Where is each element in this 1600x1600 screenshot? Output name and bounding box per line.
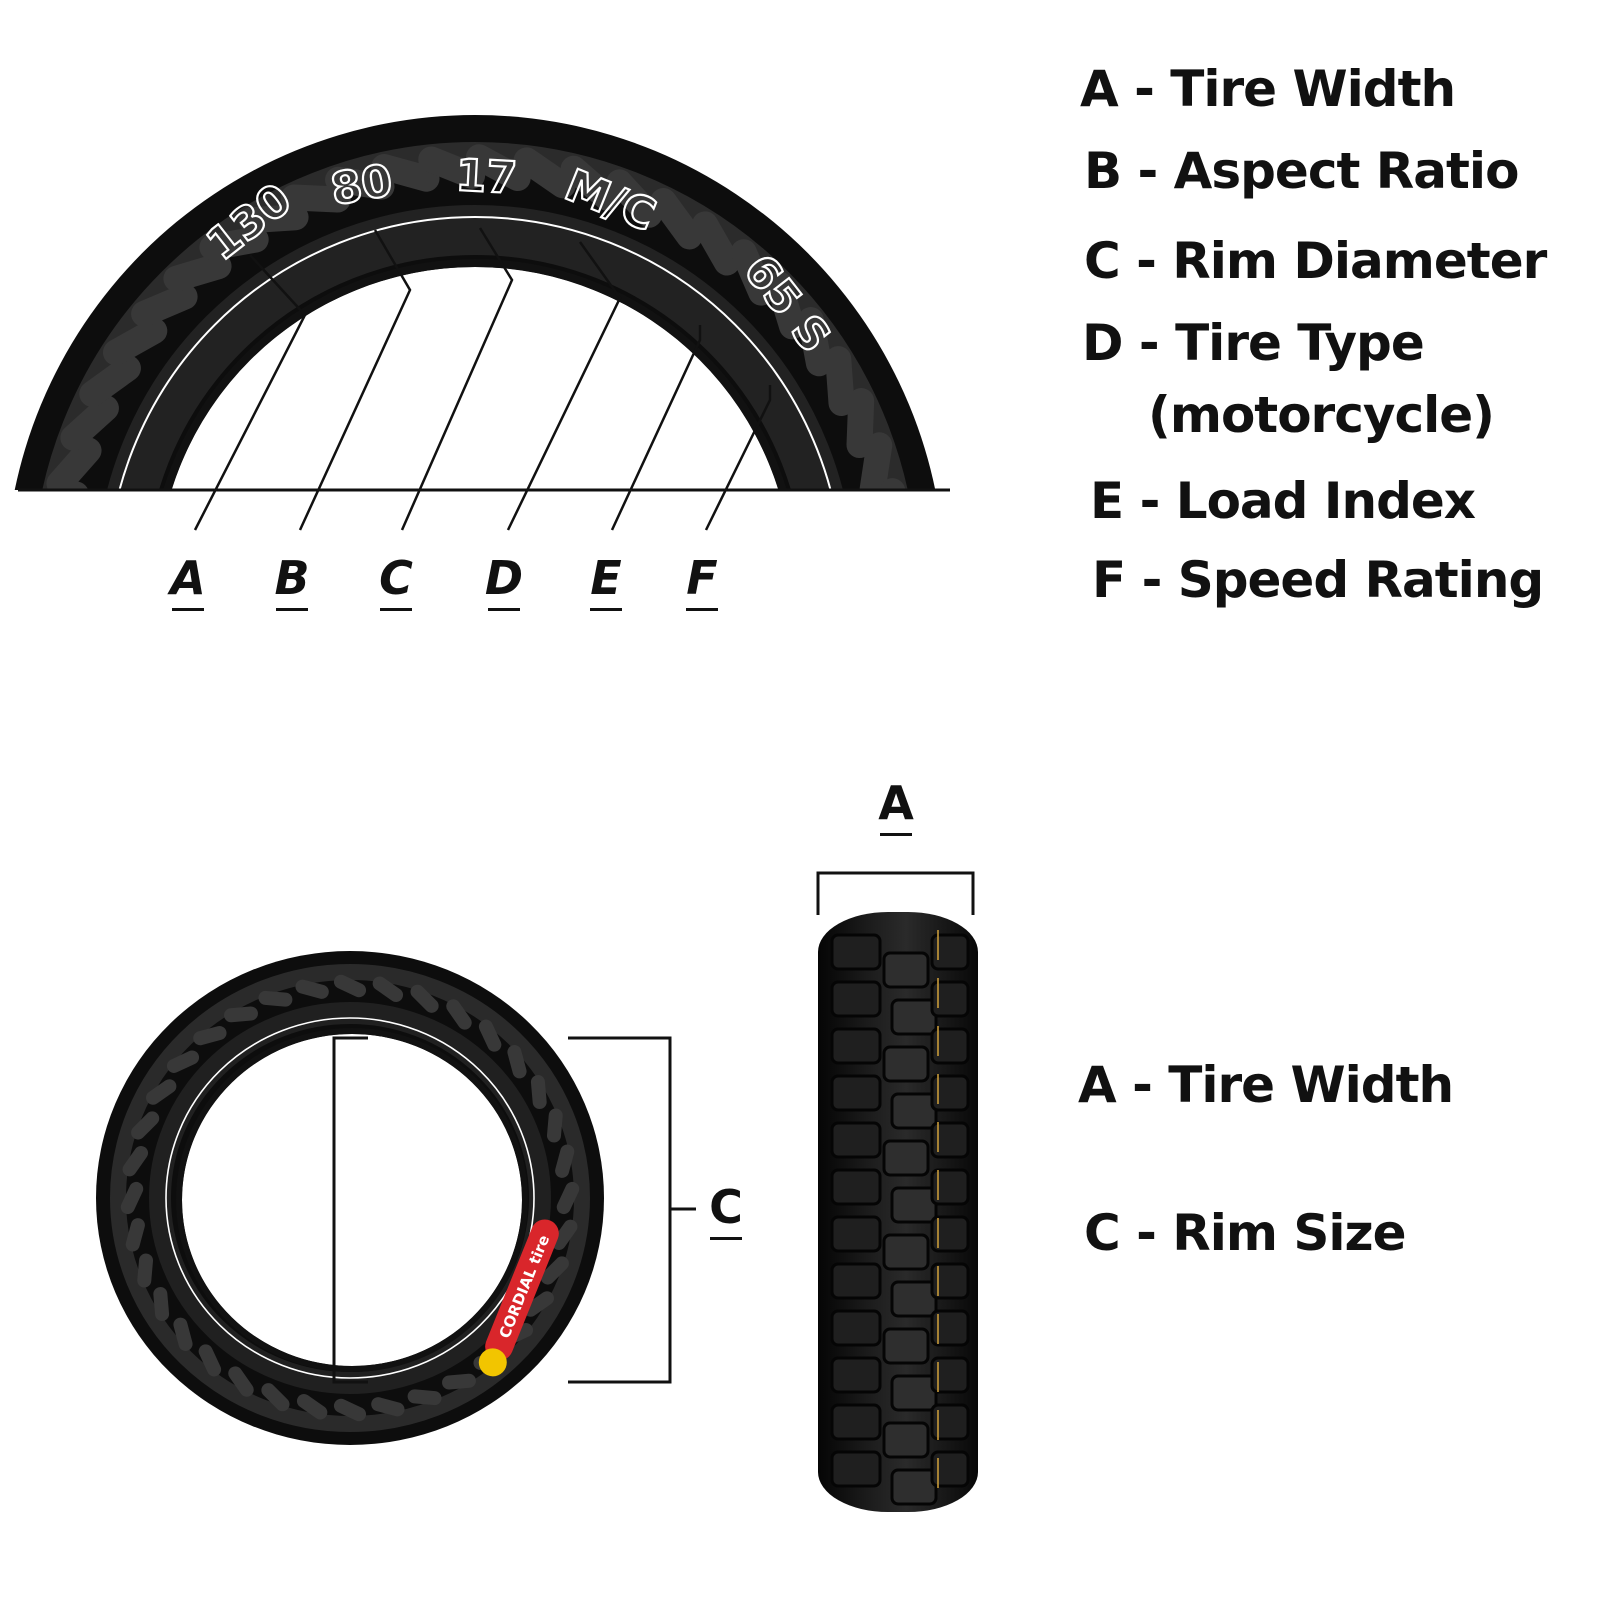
half-tire-sidewall (5, 115, 945, 1055)
tread-lug (884, 1423, 928, 1457)
tread-lug (892, 1000, 936, 1034)
tread-lug (892, 1470, 936, 1504)
tread-lug (832, 1264, 880, 1298)
full-tire-side-view: CORDIAL tire (96, 951, 604, 1445)
tread-lug (832, 1123, 880, 1157)
tread-lug (884, 953, 928, 987)
tread-lug (832, 1029, 880, 1063)
sidewall-aspect-text: 80 (327, 155, 396, 216)
tread-lug (832, 1358, 880, 1392)
tread-lug (892, 1094, 936, 1128)
width-bracket-line (818, 873, 973, 915)
tread-lug (884, 1047, 928, 1081)
tire-width-bracket (818, 873, 973, 915)
tread-lug (884, 1141, 928, 1175)
tire-tread-front-view (818, 912, 978, 1512)
tread-lug (832, 1311, 880, 1345)
tread-lug (832, 935, 880, 969)
tread-lug (892, 1376, 936, 1410)
tread-lug (884, 1329, 928, 1363)
sidewall-rim-text: 17 (454, 150, 518, 204)
full-tire-rim-hole (182, 1034, 522, 1366)
tread-lug (832, 1076, 880, 1110)
tread-lug (832, 982, 880, 1016)
tread-lug (892, 1282, 936, 1316)
tread-lug (832, 1170, 880, 1204)
tread-lug (884, 1235, 928, 1269)
tread-lug (832, 1405, 880, 1439)
tread-lug (892, 1188, 936, 1222)
tread-lug (832, 1452, 880, 1486)
tread-lug (832, 1217, 880, 1251)
half-tire-outer (5, 115, 945, 1055)
